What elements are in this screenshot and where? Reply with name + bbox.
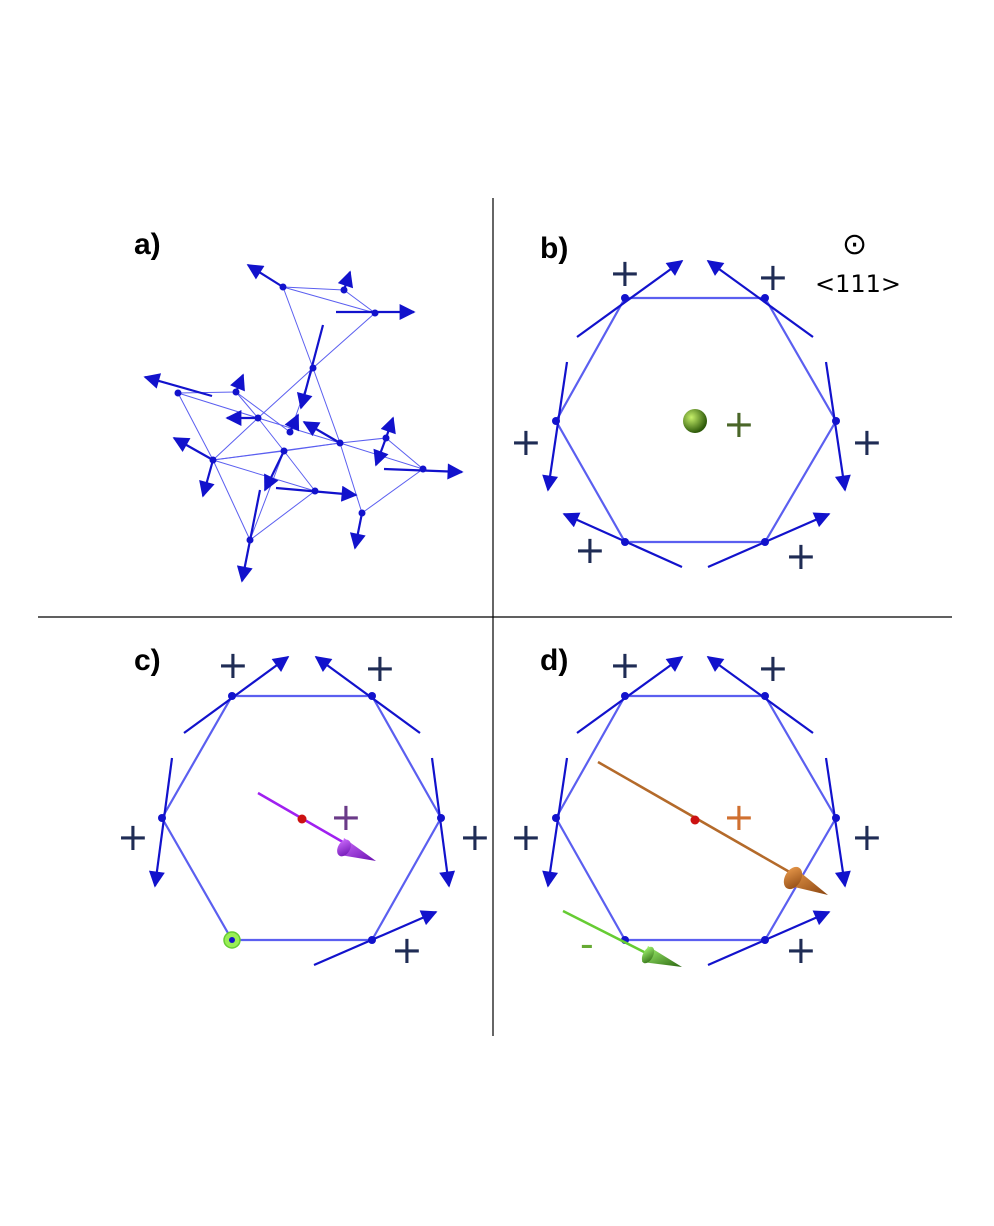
panel-a-spin-arrows <box>143 264 464 583</box>
panel-label-b: b) <box>540 232 568 265</box>
center-plus-sign: + <box>330 795 362 839</box>
axis-out-of-plane-symbol: ⊙ <box>842 227 867 262</box>
charge-plus-sign: + <box>364 646 396 690</box>
charge-plus-sign: + <box>851 420 883 464</box>
panel-label-c: c) <box>134 644 161 677</box>
charge-plus-sign: + <box>757 646 789 690</box>
charge-plus-sign: + <box>574 528 606 572</box>
green-moment-arrow <box>562 909 682 967</box>
monopole-ball <box>683 409 707 433</box>
vacancy-site-dot <box>229 937 235 943</box>
charge-plus-sign: + <box>117 815 149 859</box>
charge-plus-sign: + <box>609 643 641 687</box>
charge-plus-sign: + <box>459 815 491 859</box>
center-plus-sign: + <box>723 795 755 839</box>
panel-label-a: a) <box>134 228 161 261</box>
charge-plus-sign: + <box>851 815 883 859</box>
panel-c-spin-arrows <box>148 656 456 967</box>
charge-plus-sign: + <box>785 534 817 578</box>
panel-c-spin-sites <box>158 692 445 944</box>
panel-a-spin-sites <box>174 283 427 544</box>
charge-plus-sign: + <box>785 928 817 972</box>
center-plus-sign: + <box>723 402 755 446</box>
panel-label-d: d) <box>540 644 568 677</box>
charge-plus-sign: + <box>609 251 641 295</box>
panel-c-hexagon: + + + + + + <box>117 643 491 972</box>
minus-sign: - <box>580 922 594 966</box>
panel-a-spin-network <box>143 264 464 583</box>
panel-b-spin-sites <box>552 294 840 546</box>
panel-b-spin-arrows <box>542 260 851 569</box>
charge-plus-sign: + <box>510 815 542 859</box>
charge-plus-sign: + <box>217 643 249 687</box>
charge-plus-sign: + <box>757 255 789 299</box>
panel-d-hexagon: + + + + + + - <box>510 643 883 972</box>
axis-direction-label: <111> <box>815 270 901 298</box>
moment-center-dot <box>297 814 307 824</box>
moment-center-dot <box>690 815 700 825</box>
charge-plus-sign: + <box>510 420 542 464</box>
panel-a-bonds <box>177 286 424 541</box>
charge-plus-sign: + <box>391 928 423 972</box>
orange-moment-arrow <box>597 760 828 895</box>
panel-b-hexagon: + + + + + + + <box>510 251 883 578</box>
panel-d-spin-arrows <box>542 656 851 967</box>
